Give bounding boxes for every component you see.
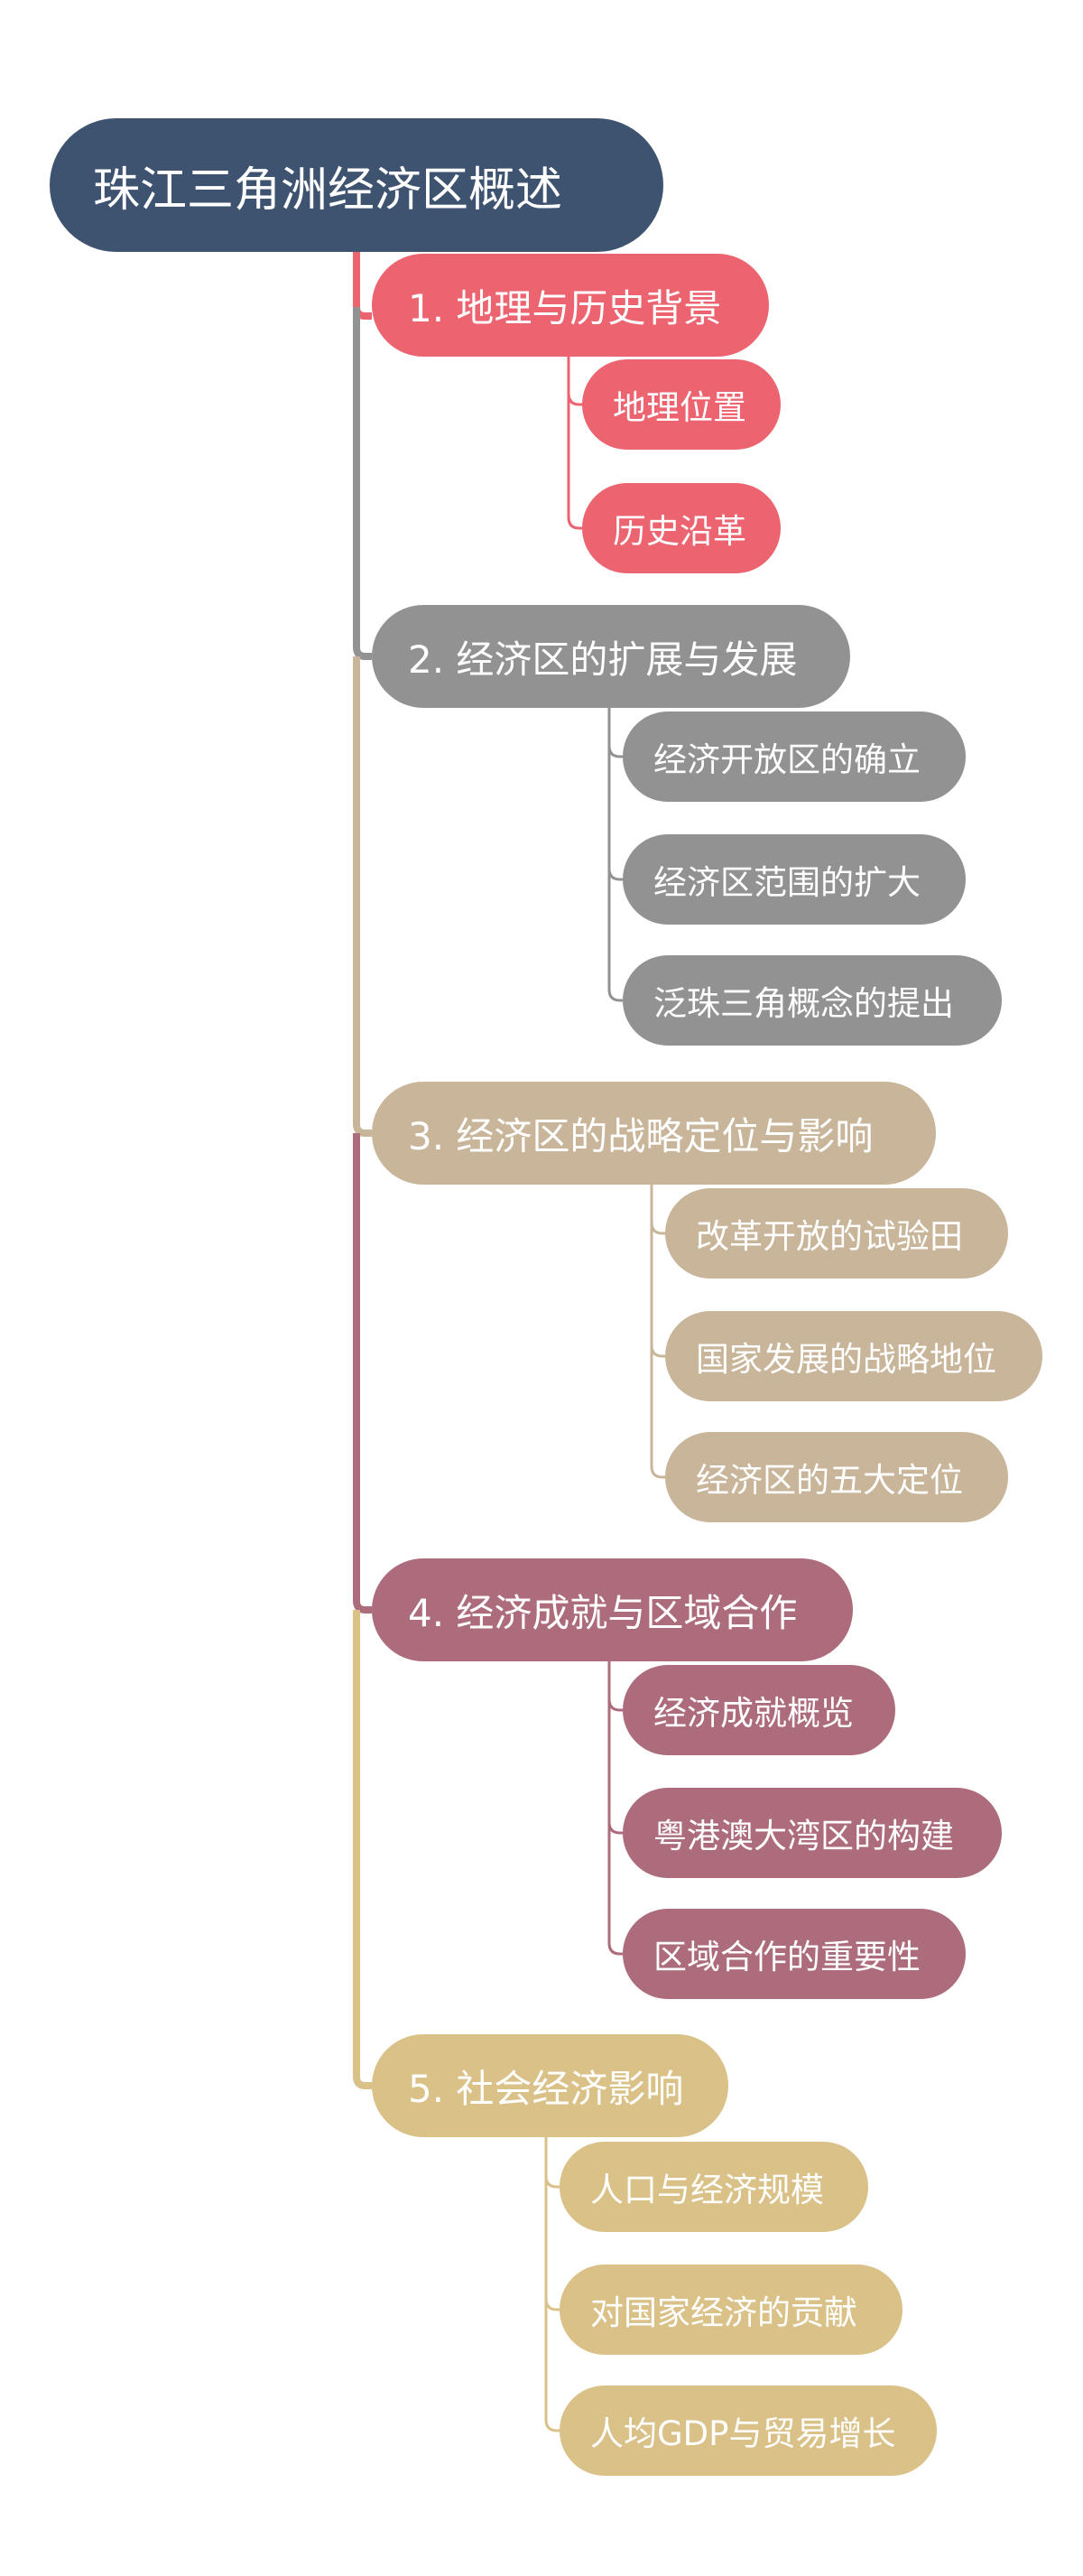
trunk-segment-1 [353,252,372,320]
section-5-item-3: 人均GDP与贸易增长 [560,2385,937,2476]
section-4-item-1: 经济成就概览 [623,1665,895,1755]
section-3-item-1: 改革开放的试验田 [665,1188,1008,1279]
section-4-item-2-label: 粤港澳大湾区的构建 [653,1817,954,1855]
section-1-item-2: 历史沿革 [582,483,781,573]
section-2-title: 2. 经济区的扩展与发展 [408,637,798,682]
root-topic: 珠江三角洲经济区概述 [50,118,663,252]
section-1-item-1: 地理位置 [582,359,781,450]
section-4-item-1-label: 经济成就概览 [653,1694,854,1733]
section-4-item-3: 区域合作的重要性 [623,1909,966,1999]
section-2-item-1-label: 经济开放区的确立 [653,740,921,779]
section-2-node: 2. 经济区的扩展与发展 [372,605,850,708]
branch-3-lines [650,1184,665,1479]
section-1-item-1-label: 地理位置 [613,388,746,427]
trunk-segment-5 [353,1610,372,2089]
trunk-segment-3 [353,656,372,1137]
branch-4-lines [607,1660,623,1956]
section-1-title: 1. 地理与历史背景 [408,285,722,330]
section-5-item-1-label: 人口与经济规模 [590,2171,824,2209]
section-2-item-3: 泛珠三角概念的提出 [623,955,1002,1046]
branch-1-lines [567,354,582,530]
section-3-item-2: 国家发展的战略地位 [665,1311,1042,1401]
branch-2-lines [607,707,623,1002]
root-title: 珠江三角洲经济区概述 [93,163,563,218]
section-3-item-3: 经济区的五大定位 [665,1432,1008,1522]
section-5-item-3-label: 人均GDP与贸易增长 [590,2414,896,2453]
section-5-node: 5. 社会经济影响 [372,2034,728,2137]
section-4-title: 4. 经济成就与区域合作 [408,1590,798,1635]
trunk-segment-4 [353,1133,372,1613]
section-4-item-3-label: 区域合作的重要性 [653,1938,921,1976]
section-3-item-2-label: 国家发展的战略地位 [696,1340,996,1379]
section-3-node: 3. 经济区的战略定位与影响 [372,1082,936,1185]
section-2-item-3-label: 泛珠三角概念的提出 [653,984,954,1023]
trunk-segment-2 [353,307,372,660]
section-4-node: 4. 经济成就与区域合作 [372,1558,853,1661]
section-5-item-1: 人口与经济规模 [560,2142,868,2232]
section-3-item-1-label: 改革开放的试验田 [696,1217,963,1256]
section-1-node: 1. 地理与历史背景 [372,254,769,357]
section-2-item-1: 经济开放区的确立 [623,711,966,802]
section-2-item-2: 经济区范围的扩大 [623,834,966,925]
section-3-title: 3. 经济区的战略定位与影响 [408,1113,874,1158]
section-1-item-2-label: 历史沿革 [613,512,746,551]
section-5-title: 5. 社会经济影响 [408,2066,684,2111]
section-4-item-2: 粤港澳大湾区的构建 [623,1788,1002,1878]
section-5-item-2-label: 对国家经济的贡献 [590,2293,857,2332]
branch-5-lines [544,2136,560,2432]
section-3-item-3-label: 经济区的五大定位 [696,1461,963,1500]
section-5-item-2: 对国家经济的贡献 [560,2264,902,2355]
section-2-item-2-label: 经济区范围的扩大 [653,863,921,902]
